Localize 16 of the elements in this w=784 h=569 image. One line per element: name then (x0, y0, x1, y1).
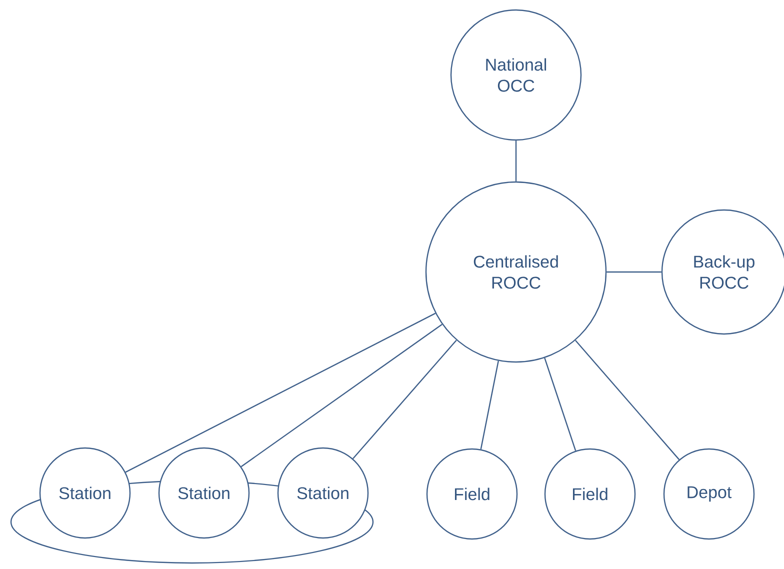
circle-node: Station (39, 447, 131, 539)
connector-line (515, 140, 517, 182)
connector-line (125, 312, 436, 473)
circle-node: Field (426, 448, 518, 540)
circle-node: National OCC (450, 9, 582, 141)
connector-line (606, 271, 662, 273)
connector-line (352, 340, 457, 460)
circle-node: Station (277, 447, 369, 539)
circle-node: Depot (663, 448, 755, 540)
connector-line (480, 360, 499, 450)
connector-line (544, 358, 576, 451)
connector-line (575, 340, 680, 460)
circle-node: Station (158, 447, 250, 539)
circle-node: Field (544, 448, 636, 540)
connector-line (240, 324, 442, 468)
circle-node: Centralised ROCC (425, 181, 607, 363)
